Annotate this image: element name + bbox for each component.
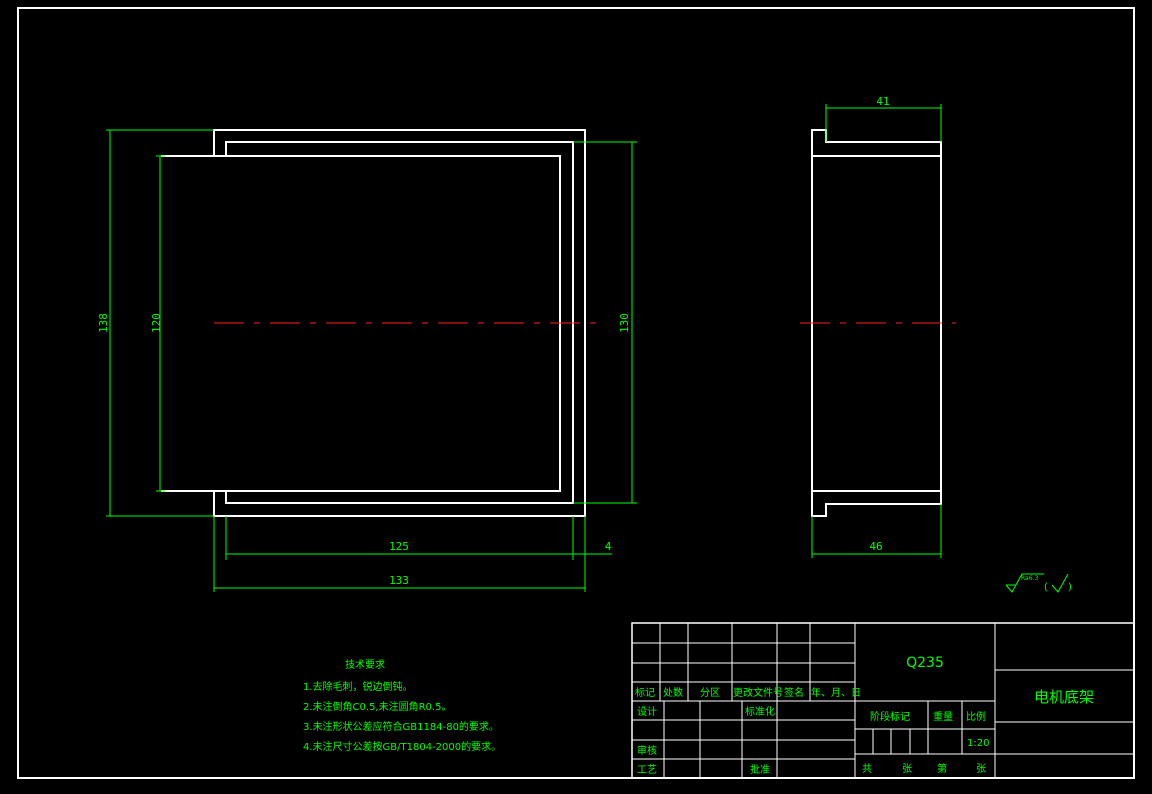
side-view: 41 46 [800, 95, 956, 558]
technical-notes: 技术要求 1.去除毛刺，锐边倒钝。 2.未注倒角C0.5,未注圆角R0.5。 3… [303, 658, 501, 753]
dim-133: 133 [389, 574, 409, 587]
notes-title: 技术要求 [345, 658, 385, 671]
lbl-scale: 比例 [966, 710, 986, 723]
lbl-stage-mark: 阶段标记 [870, 710, 910, 723]
hdr-mark: 标记 [635, 687, 655, 699]
dim-120: 120 [150, 313, 163, 333]
dim-138: 138 [97, 313, 110, 333]
lbl-process: 工艺 [637, 764, 657, 776]
note-3: 3.未注形状公差应符合GB1184-80的要求。 [303, 720, 499, 733]
dim-46: 46 [869, 540, 882, 553]
side-bottom-flange [811, 491, 942, 517]
lbl-design: 设计 [637, 705, 657, 718]
svg-text:(: ( [1044, 582, 1048, 593]
dim-130: 130 [618, 313, 631, 333]
hdr-count: 处数 [663, 686, 683, 699]
part-name: 电机底架 [1034, 688, 1094, 706]
lbl-total: 共 [862, 763, 872, 775]
dim-4: 4 [605, 540, 612, 553]
lbl-check: 审核 [637, 744, 657, 757]
roughness-value: Ra6.3 [1021, 575, 1038, 582]
side-top-flange [811, 129, 942, 156]
title-block: 标记 处数 分区 更改文件号 签名 年、月、日 设计 标准化 审核 工艺 批准 … [631, 622, 1135, 779]
hdr-zone: 分区 [700, 687, 720, 699]
note-1: 1.去除毛刺，锐边倒钝。 [303, 680, 413, 693]
note-2: 2.未注倒角C0.5,未注圆角R0.5。 [303, 700, 451, 713]
lbl-sheet: 张 [902, 763, 912, 775]
dim-125: 125 [389, 540, 409, 553]
lbl-sheet-no: 第 [937, 762, 947, 775]
svg-text:): ) [1068, 582, 1072, 593]
hdr-sign: 签名 [784, 686, 804, 699]
front-view: 138 120 130 125 4 133 [97, 129, 637, 592]
hdr-date: 年、月、日 [811, 686, 861, 699]
drawing-border [17, 7, 1135, 779]
lbl-sheet2: 张 [976, 763, 986, 775]
lbl-weight: 重量 [933, 710, 953, 723]
lbl-approve: 批准 [750, 763, 770, 776]
lbl-standardize: 标准化 [745, 705, 775, 718]
dim-41: 41 [876, 95, 889, 108]
note-4: 4.未注尺寸公差按GB/T1804-2000的要求。 [303, 740, 501, 753]
material: Q235 [906, 655, 944, 671]
hdr-change-doc: 更改文件号 [733, 686, 783, 699]
roughness-symbol: Ra6.3 ( ) [1005, 573, 1072, 593]
scale-value: 1:20 [967, 738, 989, 749]
